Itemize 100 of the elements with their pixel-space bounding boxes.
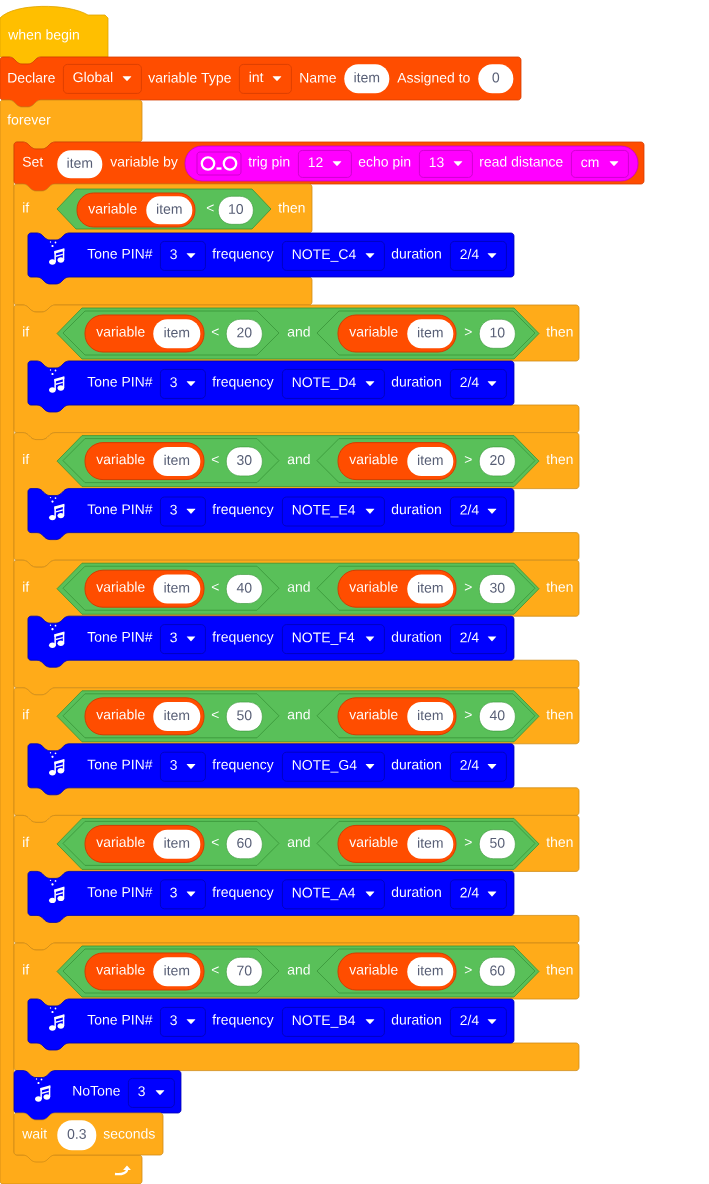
dropdown: 3 (160, 369, 206, 399)
block-label: wait (22, 1128, 47, 1139)
dropdown: Global (63, 64, 142, 94)
block-label: frequency (212, 504, 274, 517)
input-field: item (407, 702, 454, 732)
block-label: when begin (8, 29, 79, 43)
operator-label: and (287, 581, 310, 592)
block-label: if (23, 453, 30, 465)
block-label: variable by (110, 156, 178, 170)
block-label: duration (391, 248, 441, 259)
block-label: variable (96, 453, 145, 465)
input-field: item (407, 574, 454, 604)
block-label: Tone PIN# (87, 632, 153, 642)
block-label: if (23, 964, 30, 975)
block-label: variable (349, 453, 398, 465)
input-field: 0.3 (57, 1120, 97, 1151)
dropdown: 3 (160, 496, 206, 527)
input-field: item (153, 574, 201, 604)
block-label: variable (349, 326, 398, 337)
operator-label: > (464, 583, 472, 591)
block-label: if (23, 836, 30, 847)
block-label: duration (391, 759, 441, 770)
dropdown: 2/4 (450, 496, 507, 527)
input-field: item (153, 702, 201, 732)
block-label: frequency (212, 631, 274, 645)
dropdown: 2/4 (450, 751, 507, 782)
block-label: variable (349, 964, 398, 975)
block-label: echo pin (358, 156, 411, 170)
block-label: Declare (8, 72, 55, 83)
dropdown: NOTE_B4 (282, 1007, 385, 1037)
block-label: duration (391, 631, 441, 642)
dropdown: NOTE_C4 (282, 241, 385, 271)
input-field: item (407, 829, 454, 859)
block-label: if (23, 581, 30, 592)
input-field: 10 (479, 319, 516, 349)
operator-label: and (287, 453, 310, 465)
dropdown: 2/4 (450, 624, 507, 654)
input-field: 10 (218, 196, 254, 225)
block-label: then (546, 964, 573, 975)
block-label: trig pin (248, 156, 290, 170)
block-label: duration (391, 1014, 441, 1025)
input-field: 0 (478, 64, 514, 94)
input-field: item (153, 957, 201, 987)
block-label: variable (96, 581, 145, 592)
block-label: Tone PIN# (87, 1014, 153, 1025)
operator-label: > (464, 711, 472, 719)
block-label: NoTone (73, 1085, 120, 1096)
operator-label: > (464, 455, 472, 464)
input-field: 50 (226, 701, 263, 732)
block-label: Tone PIN# (87, 504, 153, 515)
block-label: Set (22, 156, 44, 167)
block-label: then (546, 326, 573, 337)
block-label: Name (300, 72, 336, 83)
input-field: 20 (479, 446, 516, 477)
block-label: Assigned to (397, 72, 470, 86)
dropdown: 3 (160, 1007, 206, 1037)
block-label: frequency (212, 376, 274, 390)
operator-label: < (211, 328, 219, 336)
dropdown: 2/4 (450, 879, 507, 910)
block-label: duration (391, 886, 441, 898)
block-label: variable (88, 203, 137, 214)
block-label: then (278, 202, 305, 213)
input-field: 20 (226, 319, 263, 349)
input-field: item (407, 957, 454, 987)
block-label: variable (349, 709, 398, 720)
operator-label: < (211, 583, 219, 591)
input-field: item (153, 829, 201, 859)
operator-label: < (211, 838, 219, 846)
dropdown: cm (571, 150, 629, 178)
block-label: frequency (212, 759, 274, 773)
dropdown: NOTE_D4 (282, 369, 385, 399)
input-field: item (407, 446, 454, 476)
input-field: 60 (479, 957, 516, 987)
block-label: Tone PIN# (87, 248, 153, 259)
input-field: 30 (479, 574, 516, 604)
operator-label: and (287, 326, 310, 337)
dropdown: NOTE_F4 (282, 624, 385, 654)
block-label: Tone PIN# (87, 759, 153, 770)
dropdown: 2/4 (450, 369, 507, 399)
operator-label: < (206, 204, 214, 212)
block-label: then (546, 836, 573, 848)
input-field: item (153, 319, 201, 349)
operator-label: and (287, 836, 310, 848)
block-label: frequency (212, 1014, 274, 1028)
dropdown: 3 (160, 624, 206, 654)
dropdown: NOTE_E4 (282, 496, 385, 527)
block-label: then (546, 709, 573, 720)
block-label: then (546, 453, 573, 465)
operator-label: < (211, 711, 219, 719)
input-field: 30 (226, 446, 263, 477)
input-field: item (146, 196, 193, 225)
dropdown: 3 (160, 879, 206, 910)
operator-label: > (464, 838, 472, 846)
input-field: item (57, 150, 103, 179)
block-label: Tone PIN# (87, 887, 153, 898)
input-field: 60 (226, 829, 263, 859)
block-label: frequency (212, 886, 274, 900)
block-label: forever (7, 114, 51, 125)
dropdown: 3 (128, 1078, 175, 1108)
input-field: 40 (226, 574, 263, 604)
